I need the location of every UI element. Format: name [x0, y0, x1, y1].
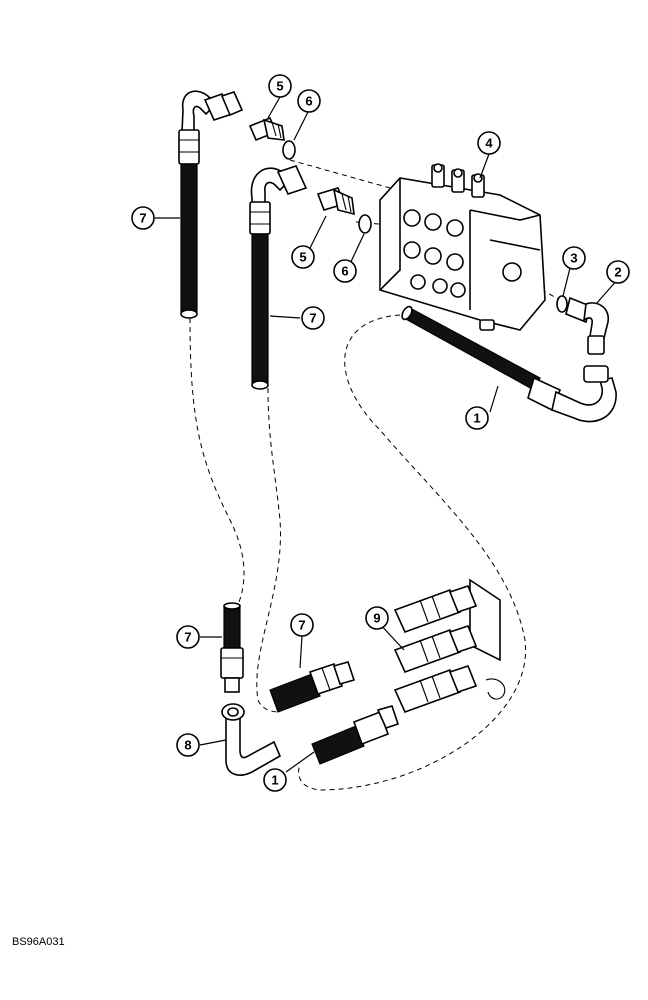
callout-label: 7 [139, 211, 146, 226]
callout-8: 8 [176, 733, 200, 757]
callout-1-upper: 1 [465, 406, 489, 430]
figure-code: BS96A031 [12, 936, 65, 948]
callout-leaders [155, 96, 619, 773]
quick-coupler-bank [393, 578, 506, 714]
callout-label: 2 [614, 265, 621, 280]
callout-3: 3 [562, 246, 586, 270]
upper-right-long-hose [401, 305, 617, 423]
callout-4: 4 [477, 131, 501, 155]
callout-6-middle: 6 [333, 259, 357, 283]
callout-label: 7 [298, 618, 305, 633]
callout-label: 3 [570, 251, 577, 266]
lower-left-hose-end [220, 602, 244, 693]
callout-label: 7 [184, 630, 191, 645]
callout-label: 1 [271, 773, 278, 788]
callout-1-lower: 1 [263, 768, 287, 792]
callout-7-lower-left: 7 [176, 625, 200, 649]
callout-label: 6 [305, 94, 312, 109]
callout-label: 7 [309, 311, 316, 326]
callout-label: 5 [276, 79, 283, 94]
callout-9: 9 [365, 606, 389, 630]
elbow-fitting [565, 296, 609, 355]
upper-o-ring [282, 140, 296, 160]
callout-label: 5 [299, 250, 306, 265]
middle-elbow-hose [249, 165, 308, 390]
callout-label: 8 [184, 738, 191, 753]
callout-5-upper: 5 [268, 74, 292, 98]
callout-6-upper: 6 [297, 89, 321, 113]
callout-label: 6 [341, 264, 348, 279]
callout-7-upper-left: 7 [131, 206, 155, 230]
callout-7-lower-middle: 7 [290, 613, 314, 637]
control-valve-body [379, 163, 546, 331]
upper-adapter-fitting [248, 116, 285, 142]
callout-label: 9 [373, 611, 380, 626]
lower-middle-hose-end [269, 661, 356, 713]
elbow-tube [221, 703, 282, 776]
callout-2: 2 [606, 260, 630, 284]
callout-label: 4 [485, 136, 493, 151]
valve-port-o-ring [556, 295, 568, 313]
lower-right-hose-end [311, 705, 400, 765]
callout-5-middle: 5 [291, 245, 315, 269]
upper-left-elbow-hose [178, 90, 244, 319]
middle-adapter-fitting [316, 187, 355, 216]
middle-o-ring [358, 214, 372, 234]
callout-7-middle: 7 [301, 306, 325, 330]
callout-label: 1 [473, 411, 480, 426]
